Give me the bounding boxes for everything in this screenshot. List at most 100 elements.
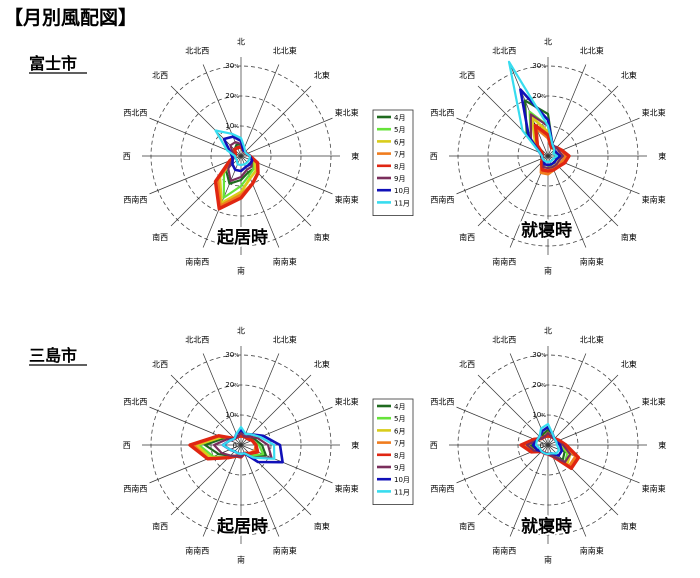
time-label: 起居時: [216, 516, 268, 537]
direction-spoke: [456, 155, 549, 195]
direction-label: 北東: [621, 359, 637, 369]
tick-label: 10%: [532, 411, 546, 419]
direction-label: 南: [237, 265, 245, 275]
direction-label: 南南西: [185, 546, 209, 556]
direction-label: 東: [658, 151, 666, 161]
tick-label: 20%: [225, 381, 239, 389]
tick-label-zero: 0: [233, 442, 237, 450]
legend-label: 5月: [394, 415, 405, 423]
direction-spoke: [240, 444, 280, 537]
legend-box: [372, 109, 414, 216]
direction-spoke: [547, 85, 619, 157]
legend-label: 4月: [394, 403, 405, 411]
direction-spoke: [509, 64, 549, 157]
direction-label: 南南東: [273, 546, 297, 556]
series-11月: [507, 60, 559, 164]
series-11月: [534, 422, 561, 456]
direction-label: 西: [123, 441, 131, 450]
direction-label: 北東: [314, 70, 330, 80]
direction-label: 西北西: [123, 397, 147, 406]
direction-label: 西北西: [430, 108, 454, 117]
direction-label: 東: [658, 440, 666, 450]
direction-spoke: [456, 117, 549, 157]
direction-label: 北東: [314, 359, 330, 369]
direction-spoke: [202, 64, 242, 157]
direction-label: 北北東: [580, 334, 604, 344]
direction-label: 南南東: [580, 546, 604, 556]
direction-label: 北北西: [492, 46, 516, 55]
direction-label: 西: [430, 152, 438, 161]
direction-label: 南西: [152, 232, 168, 242]
direction-label: 南南西: [185, 257, 209, 267]
direction-label: 南東: [621, 521, 637, 531]
legend-label: 6月: [394, 427, 405, 435]
direction-label: 西: [430, 441, 438, 450]
direction-label: 南南東: [580, 257, 604, 267]
direction-spoke: [170, 85, 242, 157]
tick-label: 10%: [225, 411, 239, 419]
legend-label: 6月: [394, 138, 405, 146]
direction-spoke: [170, 374, 242, 446]
direction-label: 南東: [314, 521, 330, 531]
time-label: 起居時: [216, 227, 268, 248]
direction-spoke: [240, 353, 280, 446]
direction-spoke: [547, 353, 587, 446]
wind-rose-fuji-wake: 北北北東北東東北東東東南東南東南南東南南南西南西西南西西西北西北西北北西10%2…: [123, 38, 414, 275]
direction-spoke: [240, 85, 312, 157]
legend-label: 4月: [394, 114, 405, 122]
tick-label-zero: 0: [540, 442, 544, 450]
tick-label: 20%: [532, 92, 546, 100]
direction-label: 北北西: [185, 335, 209, 344]
legend-label: 8月: [394, 452, 405, 460]
page-title: 【月別風配図】: [4, 6, 137, 29]
series-11月: [214, 129, 252, 167]
direction-label: 南東: [621, 232, 637, 242]
direction-label: 西南西: [123, 484, 147, 494]
direction-label: 北北東: [273, 45, 297, 55]
direction-spoke: [547, 374, 619, 446]
direction-spoke: [149, 444, 242, 484]
direction-label: 北: [237, 327, 245, 336]
direction-label: 北北西: [185, 46, 209, 55]
direction-label: 西南西: [123, 195, 147, 205]
legend-label: 10月: [394, 476, 410, 484]
legend-label: 10月: [394, 187, 410, 195]
tick-label: 30%: [532, 62, 546, 70]
legend-label: 7月: [394, 151, 405, 159]
legend-label: 7月: [394, 440, 405, 448]
direction-label: 西南西: [430, 195, 454, 205]
direction-label: 北北東: [580, 45, 604, 55]
tick-label: 30%: [532, 351, 546, 359]
direction-label: 北西: [459, 360, 475, 369]
direction-label: 西北西: [430, 397, 454, 406]
legend-label: 11月: [394, 199, 410, 207]
direction-label: 南西: [152, 521, 168, 531]
direction-spoke: [202, 444, 242, 537]
tick-label: 30%: [225, 351, 239, 359]
direction-label: 北東: [621, 70, 637, 80]
direction-label: 西南西: [430, 484, 454, 494]
direction-label: 西: [123, 152, 131, 161]
tick-label: 20%: [225, 92, 239, 100]
time-label: 就寝時: [521, 220, 572, 241]
direction-label: 東南東: [335, 195, 359, 205]
tick-label: 20%: [532, 381, 546, 389]
direction-label: 南: [544, 265, 552, 275]
direction-label: 東南東: [642, 195, 666, 205]
wind-rose-fuji-sleep: 北北北東北東東北東東東南東南東南南東南南南西南西西南西西西北西北西北北西10%2…: [430, 38, 667, 276]
direction-spoke: [547, 444, 587, 537]
direction-label: 東北東: [642, 396, 666, 406]
direction-spoke: [477, 155, 549, 227]
direction-label: 南西: [459, 521, 475, 531]
direction-spoke: [240, 155, 280, 248]
direction-label: 北: [544, 38, 552, 47]
direction-label: 南西: [459, 232, 475, 242]
direction-label: 南: [237, 554, 245, 564]
legend-label: 9月: [394, 175, 405, 183]
legend-label: 8月: [394, 163, 405, 171]
direction-spoke: [477, 374, 549, 446]
direction-label: 南東: [314, 232, 330, 242]
time-label: 就寝時: [521, 516, 572, 537]
direction-label: 北西: [459, 71, 475, 80]
